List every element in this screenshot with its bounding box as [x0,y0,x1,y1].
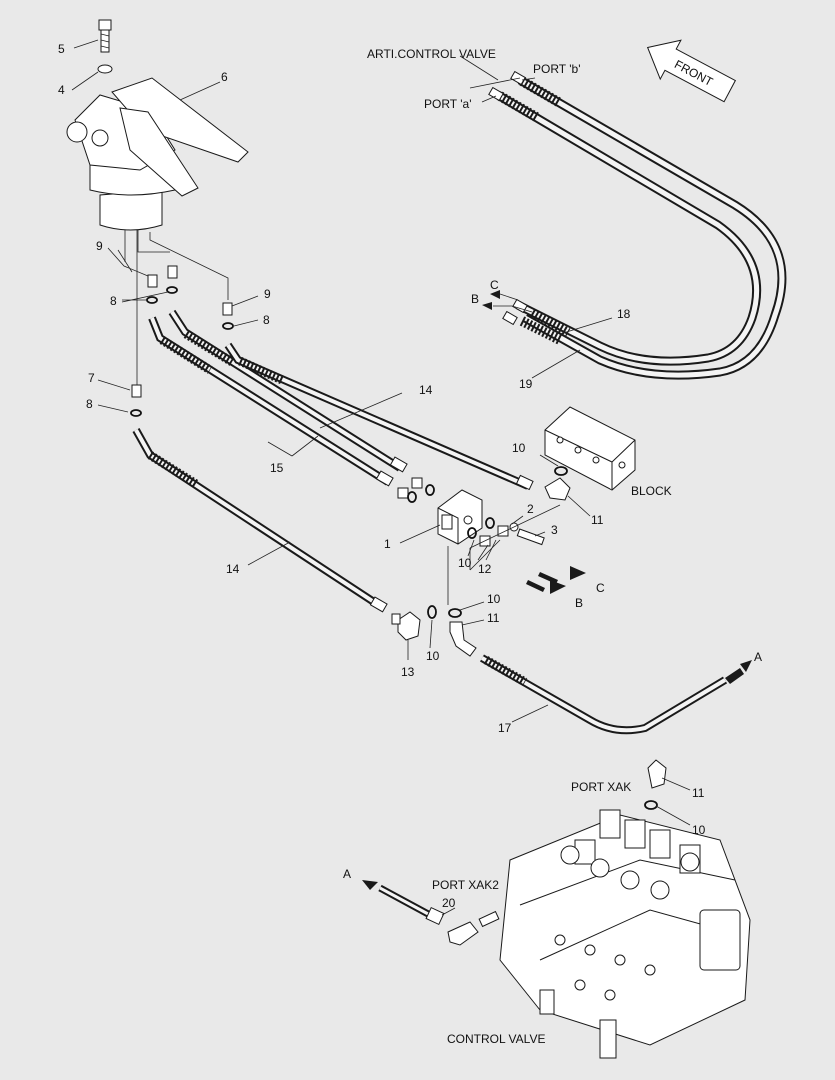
arrow-a-lower-label: A [343,867,351,881]
callout-20: 20 [442,896,456,910]
callout-19: 19 [519,377,533,391]
control-valve-label: CONTROL VALVE [447,1032,545,1046]
callout-13: 13 [401,665,415,679]
port-xak-label: PORT XAK [571,780,631,794]
callout-9-b: 9 [264,287,271,301]
callout-8-a: 8 [110,294,117,308]
block-label: BLOCK [631,484,672,498]
callout-1: 1 [384,537,391,551]
port-a-label: PORT 'a' [424,97,472,111]
elbow-xak2 [447,921,479,946]
callout-5: 5 [58,42,65,56]
main-control-valve [499,809,751,1059]
callout-14-b: 14 [226,562,240,576]
callout-8-b: 8 [263,313,270,327]
callout-14-a: 14 [419,383,433,397]
callout-10-c: 10 [487,592,501,606]
elbow-11-mid [449,621,477,657]
callout-7: 7 [88,371,95,385]
hose-20-end [425,906,445,926]
pilot-control-valve [66,77,249,300]
callout-10-b: 10 [458,556,472,570]
callout-9-a: 9 [96,239,103,253]
port-b-label: PORT 'b' [533,62,581,76]
o-ring-10-xak [644,800,658,810]
arti-control-valve-label: ARTI.CONTROL VALVE [367,47,496,61]
arrow-a-upper-label: A [754,650,762,664]
callout-3: 3 [551,523,558,537]
o-ring-10-mid [448,608,462,618]
tee-fitting-13 [391,605,437,641]
callout-8-c: 8 [86,397,93,411]
callout-17: 17 [498,721,512,735]
manifold-block-1 [397,477,561,605]
arrow-c-upper-label: C [490,278,499,292]
arrow-b-upper-label: B [471,292,479,306]
callout-11-b: 11 [487,611,500,625]
arrow-b-lower-label: B [575,596,583,610]
callout-10-e: 10 [692,823,706,837]
front-direction-arrow: FRONT [646,39,737,103]
callout-10-d: 10 [426,649,440,663]
bolt-5 [98,19,112,53]
elbow-11-xak [647,759,667,789]
distribution-block [544,406,636,501]
callout-2: 2 [527,502,534,516]
callout-11-c: 11 [692,786,705,800]
hose-loop-18-19 [488,70,787,380]
callout-6: 6 [221,70,228,84]
callout-4: 4 [58,83,65,97]
callout-12: 12 [478,562,492,576]
port-xak2-label: PORT XAK2 [432,878,499,892]
callout-10-a: 10 [512,441,526,455]
callout-11-a: 11 [591,513,604,527]
arrow-c-lower-label: C [596,581,605,595]
nipple-xak2 [478,910,500,928]
flow-arrows [362,290,752,919]
washer-4 [97,64,113,74]
callout-15: 15 [270,461,284,475]
hose-17 [480,654,728,735]
fittings-9-8 [130,230,234,417]
callout-leaders [71,39,691,916]
callout-18: 18 [617,307,631,321]
hoses-14-15 [132,309,534,613]
